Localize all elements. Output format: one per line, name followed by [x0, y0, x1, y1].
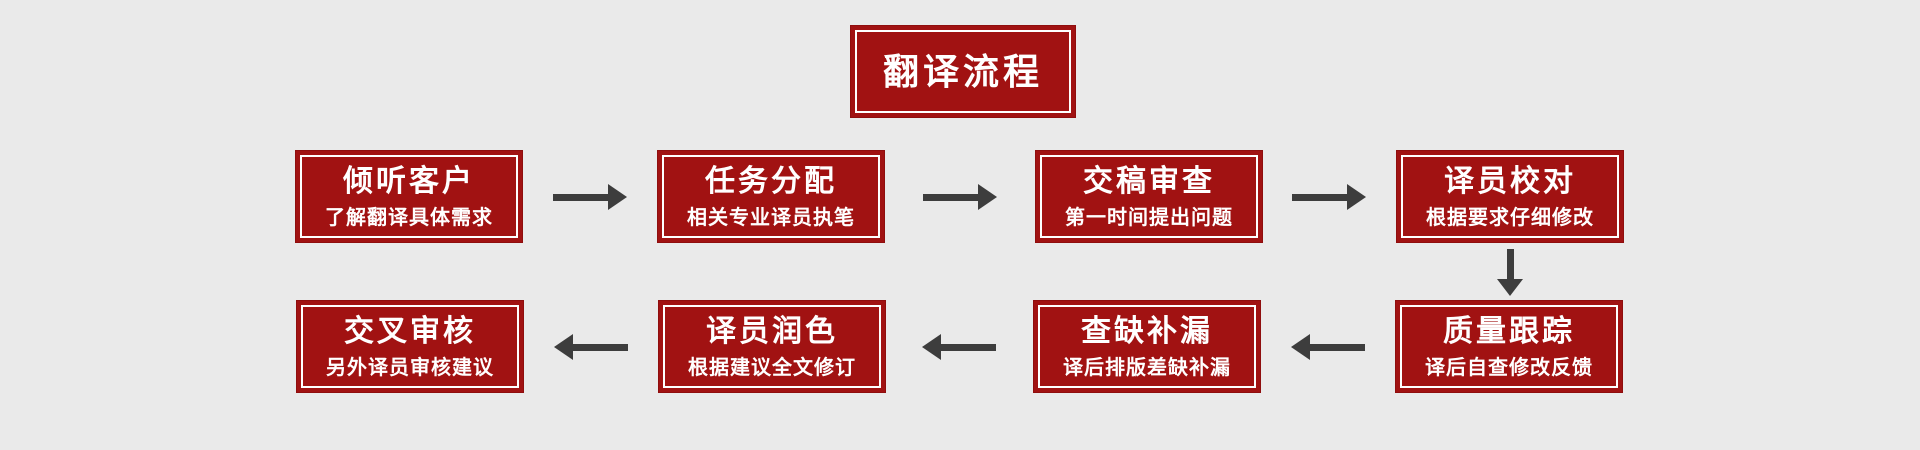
step-title: 译员校对: [1444, 164, 1576, 198]
step-box-listen-customer: 倾听客户 了解翻译具体需求: [295, 150, 523, 243]
step-subtitle: 第一时间提出问题: [1065, 206, 1233, 229]
step-subtitle: 译后排版差缺补漏: [1063, 356, 1231, 379]
step-title: 倾听客户: [343, 164, 475, 198]
step-subtitle: 根据要求仔细修改: [1426, 206, 1594, 229]
step-box-draft-review: 交稿审查 第一时间提出问题: [1035, 150, 1263, 243]
flow-arrow-down-icon: [1497, 249, 1523, 296]
step-box-task-assignment: 任务分配 相关专业译员执笔: [657, 150, 885, 243]
flow-arrow-left-icon: [1291, 334, 1365, 360]
flow-arrow-right-icon: [923, 184, 997, 210]
step-title: 交稿审查: [1083, 164, 1215, 198]
step-title: 译员润色: [706, 314, 838, 348]
flow-arrow-right-icon: [553, 184, 627, 210]
step-subtitle: 根据建议全文修订: [688, 356, 856, 379]
step-subtitle: 另外译员审核建议: [326, 356, 494, 379]
step-box-quality-tracking: 质量跟踪 译后自查修改反馈: [1395, 300, 1623, 393]
flow-arrow-left-icon: [922, 334, 996, 360]
step-title: 任务分配: [705, 164, 837, 198]
page-title: 翻译流程: [882, 50, 1043, 92]
flowchart-title-box: 翻译流程: [850, 25, 1076, 118]
flow-arrow-left-icon: [554, 334, 628, 360]
step-box-translator-polishing: 译员润色 根据建议全文修订: [658, 300, 886, 393]
step-title: 交叉审核: [344, 314, 476, 348]
flow-arrow-right-icon: [1292, 184, 1366, 210]
step-subtitle: 了解翻译具体需求: [325, 206, 493, 229]
step-box-cross-review: 交叉审核 另外译员审核建议: [296, 300, 524, 393]
step-box-gap-filling: 查缺补漏 译后排版差缺补漏: [1033, 300, 1261, 393]
step-title: 质量跟踪: [1443, 314, 1575, 348]
step-subtitle: 相关专业译员执笔: [687, 206, 855, 229]
step-subtitle: 译后自查修改反馈: [1425, 356, 1593, 379]
step-box-translator-proofreading: 译员校对 根据要求仔细修改: [1396, 150, 1624, 243]
step-title: 查缺补漏: [1081, 314, 1213, 348]
